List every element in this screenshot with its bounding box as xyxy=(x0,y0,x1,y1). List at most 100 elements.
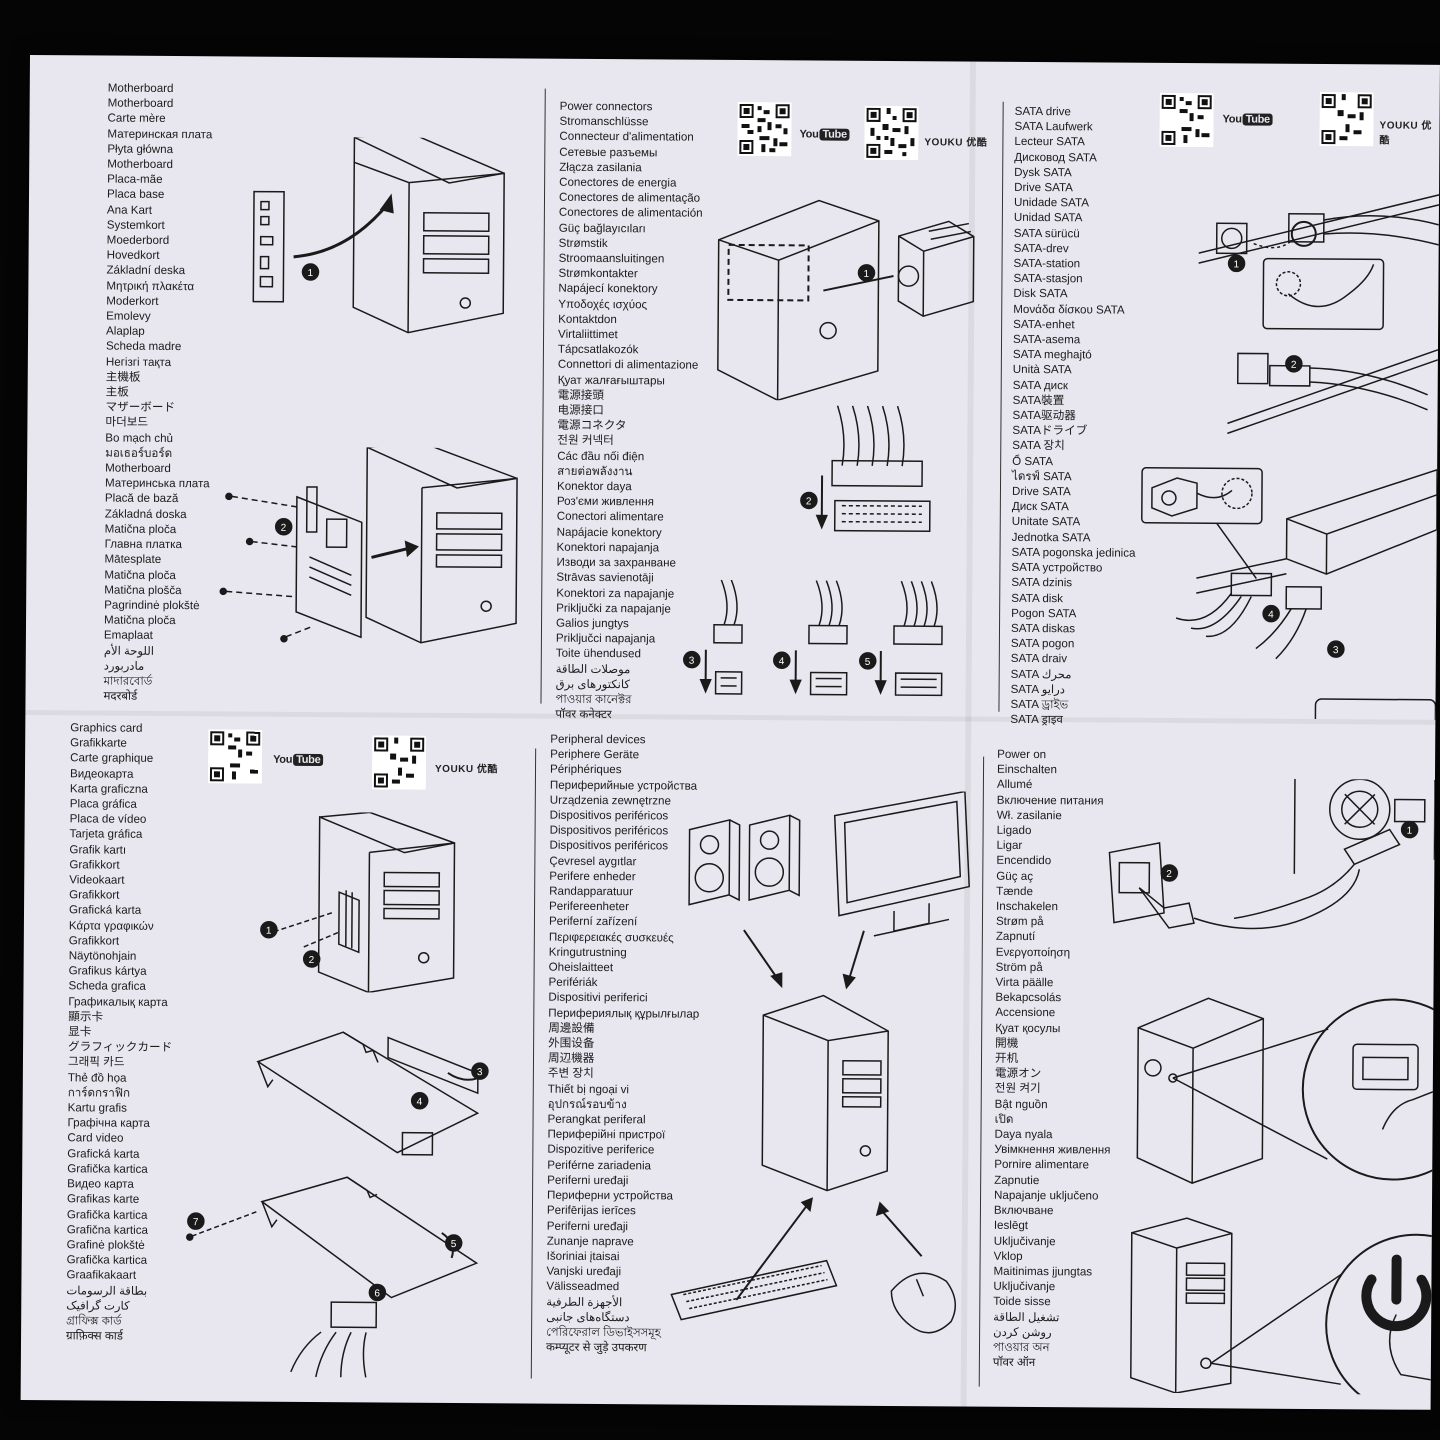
term-item: Kontaktdon xyxy=(558,312,617,326)
svg-text:1: 1 xyxy=(863,269,869,280)
svg-text:2: 2 xyxy=(309,955,315,966)
term-item: มอเธอร์บอร์ด xyxy=(105,446,173,460)
term-item: SATA disk xyxy=(1011,591,1064,605)
term-item: Материнська плата xyxy=(104,476,210,491)
term-item: Placă de bază xyxy=(104,492,179,506)
term-item: SATA-asema xyxy=(1012,332,1081,347)
term-item: 電源オン xyxy=(994,1067,1042,1081)
term-item: Strømstik xyxy=(558,236,608,250)
term-item: Accensione xyxy=(995,1006,1056,1020)
term-item: Virtaliittimet xyxy=(558,327,618,342)
term-item: SATA裝置 xyxy=(1012,393,1065,408)
svg-text:3: 3 xyxy=(1333,645,1339,656)
term-item: SATA Laufwerk xyxy=(1014,120,1093,134)
term-item: Emaplaat xyxy=(103,628,153,643)
term-item: Matična plošča xyxy=(104,583,182,597)
term-item: Tarjeta gráfica xyxy=(69,827,143,842)
term-item: Grafická karta xyxy=(68,903,142,918)
svg-text:5: 5 xyxy=(451,1239,457,1250)
motherboard-illustration-top: 1 xyxy=(252,136,505,334)
peripherals-illustration xyxy=(670,790,970,1334)
term-item: Periphere Geräte xyxy=(550,747,640,762)
power-button-illustration xyxy=(1130,1217,1432,1395)
term-item: Grafička kartica xyxy=(67,1162,148,1176)
term-item: Bật nguồn xyxy=(994,1097,1048,1111)
term-item: Ligar xyxy=(996,838,1023,853)
term-item: SATA 장치 xyxy=(1012,439,1065,453)
term-item: पॉवर कनेक्टर xyxy=(555,707,612,722)
term-item: Hovedkort xyxy=(106,248,160,263)
term-item: Unitate SATA xyxy=(1011,515,1081,529)
term-item: グラフィックカード xyxy=(68,1040,173,1055)
term-item: Scheda madre xyxy=(105,339,182,354)
term-item: เปิด xyxy=(994,1112,1014,1126)
term-item: 开机 xyxy=(994,1051,1019,1065)
column-divider xyxy=(540,88,546,704)
term-item: Dysk SATA xyxy=(1014,165,1072,180)
power-switch-illustration xyxy=(1136,997,1439,1184)
term-item: SATA درایو xyxy=(1010,682,1065,696)
term-item: SATA-stasjon xyxy=(1013,272,1083,286)
term-item: মাদারবোর্ড xyxy=(103,674,153,688)
term-item: SATA驱动器 xyxy=(1012,408,1076,423)
term-item: Złącza zasilania xyxy=(559,160,642,175)
youku-qr-code xyxy=(371,735,427,790)
column-divider xyxy=(530,748,537,1379)
term-item: Mātesplate xyxy=(104,552,162,567)
term-item: SATA устройство xyxy=(1011,560,1103,575)
term-item: SATAドライブ xyxy=(1012,424,1088,438)
term-item: روشن کردن xyxy=(993,1325,1052,1339)
term-item: Périphériques xyxy=(549,763,622,777)
term-item: Главна платка xyxy=(104,537,183,552)
term-item: Power on xyxy=(997,747,1047,762)
term-item: Роз'єми живлення xyxy=(556,494,655,509)
term-item: SATA محرك xyxy=(1010,667,1072,681)
term-item: SATA pogon xyxy=(1010,636,1075,651)
term-item: Carte graphique xyxy=(70,751,154,766)
term-item: Unità SATA xyxy=(1012,363,1072,377)
pcie-power-connectors-illustration: 3 4 5 xyxy=(683,579,943,697)
term-item: Wł. zasilanie xyxy=(996,808,1062,823)
term-item: ग्राफ़िक्स कार्ड xyxy=(66,1329,124,1343)
term-item: Lecteur SATA xyxy=(1014,135,1085,149)
term-item: Motherboard xyxy=(107,81,174,96)
youku-qr-code xyxy=(864,105,919,161)
term-item: Drive SATA xyxy=(1014,180,1073,195)
term-item: Peripheral devices xyxy=(550,732,646,747)
term-item: ไดรฟ์ SATA xyxy=(1012,469,1072,484)
term-item: Grafikkarte xyxy=(70,736,127,750)
term-item: Jednotka SATA xyxy=(1011,530,1091,545)
term-item: Maitinimas įjungtas xyxy=(993,1264,1093,1279)
term-item: SATA-enhet xyxy=(1013,317,1075,332)
term-item: Grafička kartica xyxy=(66,1207,148,1222)
term-item: Systemkort xyxy=(106,218,165,232)
term-item: Μητρική πλακέτα xyxy=(106,279,195,293)
term-item: Virta päälle xyxy=(995,975,1054,990)
term-item: Ieslēgt xyxy=(993,1219,1029,1233)
term-item: Увімкнення живлення xyxy=(994,1143,1111,1157)
term-item: SATA sürücü xyxy=(1013,226,1080,240)
term-item: SATA ड्राइव xyxy=(1010,712,1063,727)
term-item: Ổ SATA xyxy=(1012,454,1054,468)
term-item: Matična ploča xyxy=(104,613,176,628)
term-item: Płyta główna xyxy=(107,142,174,156)
youku-logo: YOUKU 优酷 xyxy=(1379,120,1432,147)
term-item: Графічна карта xyxy=(67,1116,150,1131)
svg-text:4: 4 xyxy=(417,1097,423,1108)
term-item: Các đầu nối điện xyxy=(557,449,645,463)
term-item: Allumé xyxy=(996,778,1033,792)
term-item: สายต่อพลังงาน xyxy=(557,464,633,479)
term-item: Matična ploča xyxy=(104,568,176,582)
term-item: Κάρτα γραφικών xyxy=(68,918,154,933)
term-item: Қуат қосулы xyxy=(995,1021,1061,1035)
term-item: Základná doska xyxy=(104,507,187,521)
term-item: Daya nyala xyxy=(994,1127,1053,1142)
term-item: Güç bağlayıcıları xyxy=(558,221,646,235)
term-item: SATA-drev xyxy=(1013,241,1069,256)
term-item: SATA pogonska jedinica xyxy=(1011,545,1136,560)
svg-text:6: 6 xyxy=(374,1288,380,1299)
term-item: Videokaart xyxy=(69,873,125,887)
